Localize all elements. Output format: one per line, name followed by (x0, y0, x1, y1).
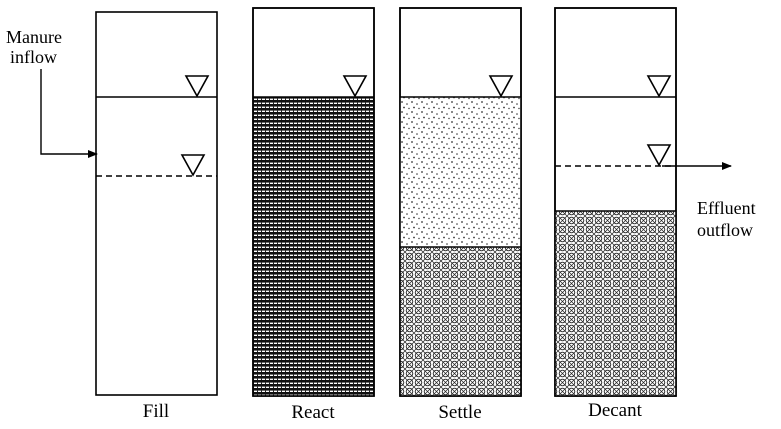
effluent-outflow-label-line1: Effluent (697, 198, 756, 218)
stage-label-fill: Fill (142, 401, 170, 422)
stage-label-settle: Settle (438, 402, 482, 423)
tank-react (252, 7, 375, 397)
water-level-triangle-icon (646, 144, 672, 167)
tank-fill (95, 11, 218, 396)
tank-settle-settling-zone (400, 97, 521, 247)
water-level-triangle-icon (342, 75, 368, 98)
manure-inflow-label-line1: Manure (6, 27, 62, 47)
water-level-triangle-icon (646, 75, 672, 98)
tank-react-mixed-liquor (253, 97, 374, 396)
water-level-triangle-icon (184, 75, 210, 98)
tank-fill-outline (95, 11, 218, 396)
water-level-triangle-icon (180, 154, 206, 177)
stage-label-react: React (291, 402, 335, 423)
effluent-outflow-label-line2: outflow (697, 220, 753, 240)
water-level-triangle-icon (488, 75, 514, 98)
tank-decant (554, 7, 677, 397)
manure-inflow-arrow-icon (40, 69, 98, 158)
tank-decant-sludge-zone (555, 211, 676, 396)
tank-settle (399, 7, 522, 397)
manure-inflow-label-line2: inflow (10, 47, 57, 67)
stage-label-decant: Decant (588, 400, 642, 421)
tank-settle-sludge-zone (400, 247, 521, 396)
